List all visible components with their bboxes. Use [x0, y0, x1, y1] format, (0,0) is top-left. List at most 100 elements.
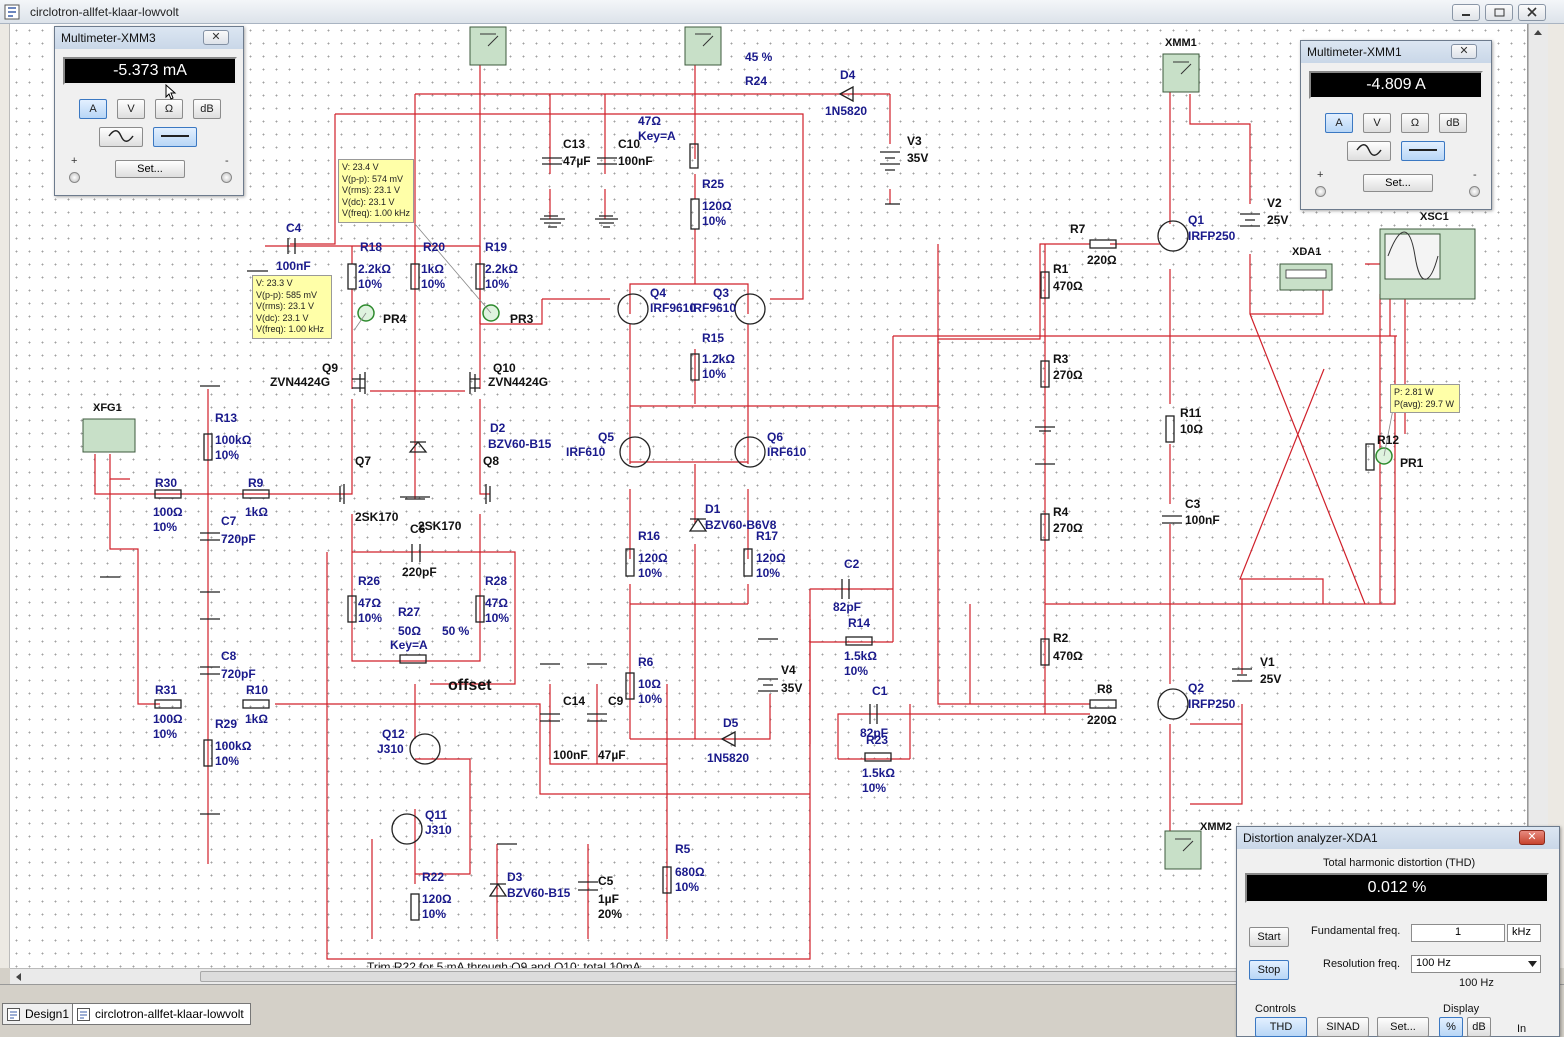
sinad-mode-button[interactable]: SINAD	[1317, 1017, 1369, 1037]
minimize-button[interactable]	[1452, 4, 1480, 21]
fundamental-freq-input[interactable]: 1	[1411, 924, 1505, 942]
r24-value: 47Ω	[638, 114, 661, 128]
r5-label: R5	[675, 842, 691, 856]
r10-value: 1kΩ	[245, 712, 268, 726]
probe-line: V: 23.3 V	[256, 278, 293, 288]
resolution-freq-select[interactable]: 100 Hz	[1411, 955, 1541, 973]
q11-label: Q11	[425, 808, 448, 822]
xmm1-ac-button[interactable]	[1347, 141, 1391, 161]
xfg1-label: XFG1	[93, 402, 122, 414]
r31-tolerance: 10%	[153, 727, 178, 741]
xmm3-ohmmeter-button[interactable]: Ω	[155, 99, 183, 119]
v1-label: V1	[1260, 655, 1275, 669]
q10-part: ZVN4424G	[488, 375, 549, 389]
tab-design1[interactable]: Design1	[2, 1003, 77, 1025]
maximize-button[interactable]	[1485, 4, 1513, 21]
r3-label: R3	[1053, 352, 1069, 366]
xmm3-display: -5.373 mA	[63, 57, 237, 85]
xmm3-dc-button[interactable]	[153, 127, 197, 147]
xmm1-voltmeter-button[interactable]: V	[1363, 113, 1391, 133]
xmm3-set-button[interactable]: Set...	[115, 160, 185, 178]
r5-value: 680Ω	[675, 865, 705, 879]
r26-value: 47Ω	[358, 596, 381, 610]
r10-label: R10	[246, 683, 269, 697]
r6-tolerance: 10%	[638, 692, 663, 706]
d1-label: D1	[705, 502, 721, 516]
xda1-start-button[interactable]: Start	[1249, 927, 1289, 947]
r4-value: 270Ω	[1053, 521, 1083, 535]
xmm3-ac-button[interactable]	[99, 127, 143, 147]
r2-value: 470Ω	[1053, 649, 1083, 663]
v4-value: 35V	[781, 681, 803, 695]
r23-value: 1.5kΩ	[862, 766, 895, 780]
xmm3-plus-terminal[interactable]	[69, 172, 80, 183]
multimeter-xmm3-window: Multimeter-XMM3 ✕ -5.373 mA A V Ω dB + -…	[54, 26, 244, 196]
app-icon	[4, 4, 20, 20]
xmm1-minus-terminal[interactable]	[1469, 186, 1480, 197]
r29-value: 100kΩ	[215, 739, 252, 753]
xda1-title-bar: Distortion analyzer-XDA1	[1237, 827, 1559, 849]
xmm1-display: -4.809 A	[1309, 71, 1483, 99]
r28-tolerance: 10%	[485, 611, 510, 625]
schematic-canvas[interactable]: 45 % R24 D4 1N5820 V3 35V XMM1 XSC1 XDA1…	[10, 24, 1528, 974]
xmm3-plus-terminal-label: +	[71, 155, 78, 167]
thd-mode-button[interactable]: THD	[1255, 1017, 1307, 1037]
xmm1-close-button[interactable]: ✕	[1451, 44, 1477, 59]
xda1-label: XDA1	[1292, 246, 1322, 258]
xmm1-db-button[interactable]: dB	[1439, 113, 1467, 133]
c4-value: 100nF	[276, 259, 311, 273]
c6-value: 220pF	[402, 565, 437, 579]
r24-percent-label: 45 %	[745, 50, 773, 64]
display-db-button[interactable]: dB	[1467, 1017, 1491, 1037]
c6-label: C6	[410, 522, 426, 536]
xda1-stop-button[interactable]: Stop	[1249, 960, 1289, 980]
r19-label: R19	[485, 240, 508, 254]
xmm1-ohmmeter-button[interactable]: Ω	[1401, 113, 1429, 133]
xmm1-plus-terminal[interactable]	[1315, 186, 1326, 197]
q11-part: J310	[425, 823, 452, 837]
tab-circlotron[interactable]: circlotron-allfet-klaar-lowvolt	[72, 1003, 251, 1025]
r27-key: Key=A	[390, 638, 428, 652]
r1-label: R1	[1053, 262, 1069, 276]
q2-part: IRFP250	[1188, 697, 1236, 711]
xda1-set-button[interactable]: Set...	[1377, 1017, 1429, 1037]
c7-value: 720pF	[221, 532, 256, 546]
r18-tolerance: 10%	[358, 277, 383, 291]
c8-value: 720pF	[221, 667, 256, 681]
xmm3-db-button[interactable]: dB	[193, 99, 221, 119]
r26-label: R26	[358, 574, 381, 588]
c1-value: 82pF	[860, 726, 889, 740]
horizontal-scrollbar[interactable]	[10, 968, 1528, 984]
r27-percent: 50 %	[442, 624, 470, 638]
display-percent-button[interactable]: %	[1439, 1017, 1463, 1037]
probe-line: V(p-p): 574 mV	[342, 173, 404, 184]
xmm3-minus-terminal[interactable]	[221, 172, 232, 183]
xmm3-ammeter-button[interactable]: A	[79, 99, 107, 119]
r2-label: R2	[1053, 631, 1069, 645]
restore-icon	[1494, 8, 1505, 17]
c7-label: C7	[221, 514, 237, 528]
scroll-up-icon[interactable]	[1531, 26, 1545, 40]
r24-label: R24	[745, 74, 768, 88]
r16-label: R16	[638, 529, 661, 543]
xmm1-ammeter-button[interactable]: A	[1325, 113, 1353, 133]
r9-value: 1kΩ	[245, 505, 268, 519]
xmm1-dc-button[interactable]	[1401, 141, 1445, 161]
r19-tolerance: 10%	[485, 277, 510, 291]
r8-label: R8	[1097, 682, 1113, 696]
q2-label: Q2	[1188, 681, 1205, 695]
fundamental-unit-select[interactable]: kHz	[1507, 924, 1541, 942]
q6-part: IRF610	[767, 445, 807, 459]
xmm1-set-button[interactable]: Set...	[1363, 174, 1433, 192]
q1-part: IRFP250	[1188, 229, 1236, 243]
controls-group-label: Controls	[1255, 1003, 1296, 1015]
r17-label: R17	[756, 529, 779, 543]
xmm3-close-button[interactable]: ✕	[203, 30, 229, 45]
r16-tolerance: 10%	[638, 566, 663, 580]
scroll-left-icon[interactable]	[12, 971, 26, 983]
xda1-close-button[interactable]: ✕	[1519, 830, 1545, 845]
q9-label: Q9	[322, 361, 339, 375]
close-button[interactable]	[1518, 4, 1546, 21]
xmm3-voltmeter-button[interactable]: V	[117, 99, 145, 119]
r20-value: 1kΩ	[421, 262, 444, 276]
